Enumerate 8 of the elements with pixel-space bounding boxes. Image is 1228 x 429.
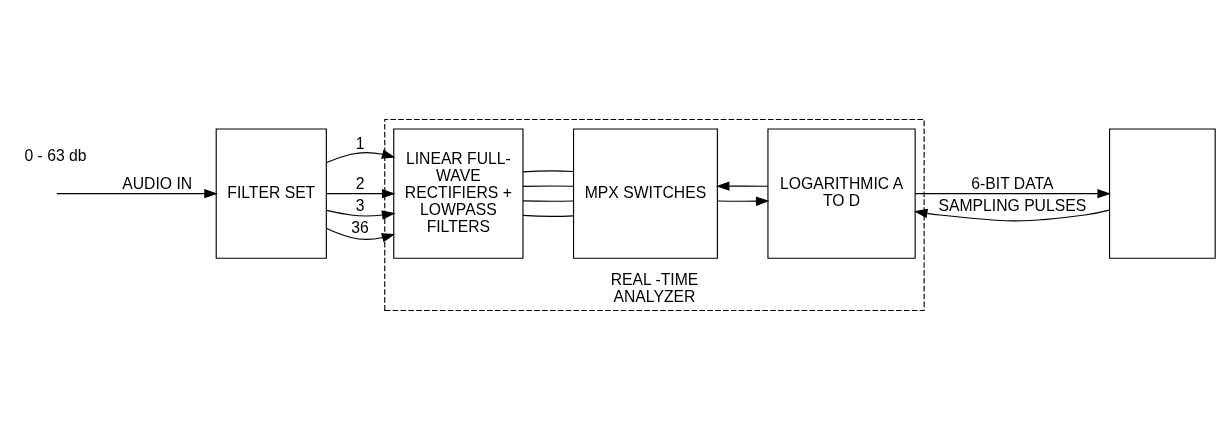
edge-label: 36: [351, 218, 369, 236]
edge-label: 3: [355, 196, 365, 214]
edge-label: AUDIO IN: [122, 174, 193, 192]
edge-label: 6-BIT DATA: [971, 174, 1054, 192]
edge-label: 2: [355, 174, 365, 192]
label: 0 - 63 db: [24, 146, 87, 164]
edge-label: 1: [355, 134, 365, 152]
edge-label: SAMPLING PULSES: [938, 196, 1087, 214]
